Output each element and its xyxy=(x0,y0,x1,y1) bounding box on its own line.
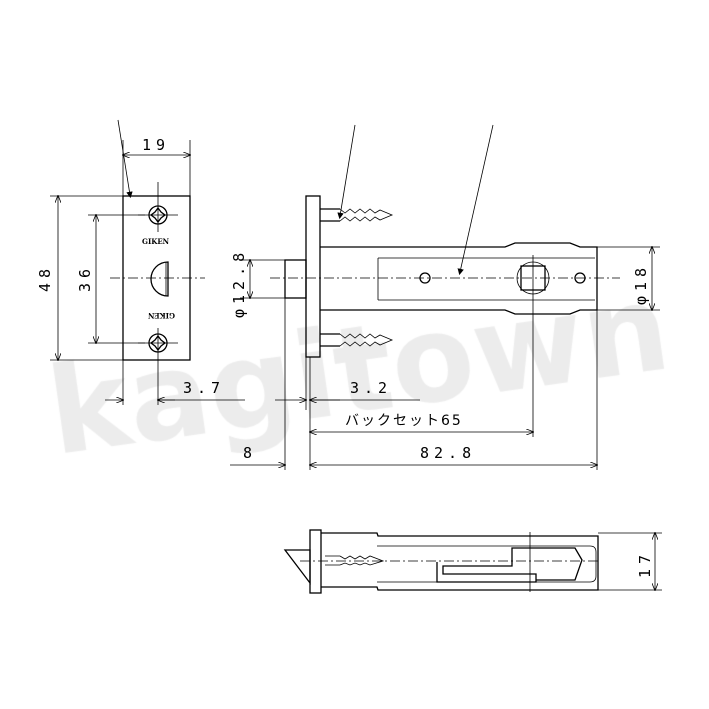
side-view: φ12.8 φ18 3.2 バックセット65 8 82.8 xyxy=(230,124,660,470)
screw-bottom xyxy=(320,333,394,347)
dim-faceplate-thickness: 3.2 xyxy=(350,379,392,397)
dim-latch-projection: 8 xyxy=(243,444,257,462)
bottom-view: 17 xyxy=(283,529,662,594)
dim-backset: バックセット65 xyxy=(345,413,463,429)
dim-overall-length: 82.8 xyxy=(420,444,476,462)
screw-hole-top xyxy=(138,182,178,232)
front-view: 19 48 36 GIKEN GIKEN 3.7 xyxy=(36,119,245,405)
screw-hole-bottom xyxy=(138,328,178,405)
brand-bottom: GIKEN xyxy=(147,311,175,320)
dim-case-diameter: φ18 xyxy=(632,263,650,305)
dim-plate-width: 19 xyxy=(142,136,170,154)
dim-case-thickness: 17 xyxy=(636,550,654,578)
dim-plate-offset: 3.7 xyxy=(183,379,225,397)
dim-screw-pitch: 36 xyxy=(76,264,94,292)
screw-top xyxy=(320,208,394,222)
dim-plate-height: 48 xyxy=(36,264,54,292)
dim-latch-diameter: φ12.8 xyxy=(230,248,248,318)
brand-top: GIKEN xyxy=(142,237,170,246)
